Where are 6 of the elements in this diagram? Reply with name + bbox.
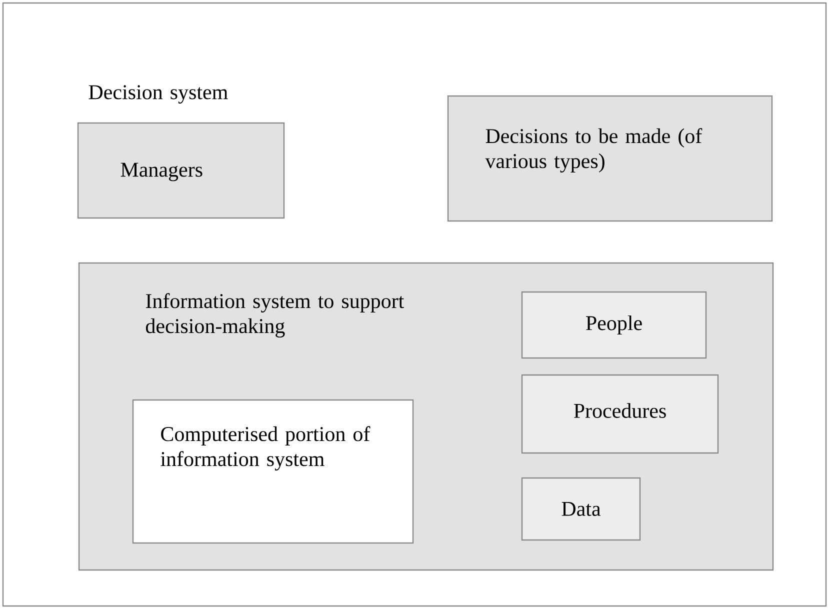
labeled-box: Decisions to be made (of various types) bbox=[447, 95, 773, 222]
labeled-box: Data bbox=[521, 477, 641, 541]
labeled-box: Computerised portion of information system bbox=[132, 399, 414, 544]
labeled-box: Managers bbox=[77, 122, 285, 219]
labeled-box: Procedures bbox=[521, 374, 719, 454]
labeled-box: People bbox=[521, 291, 707, 359]
